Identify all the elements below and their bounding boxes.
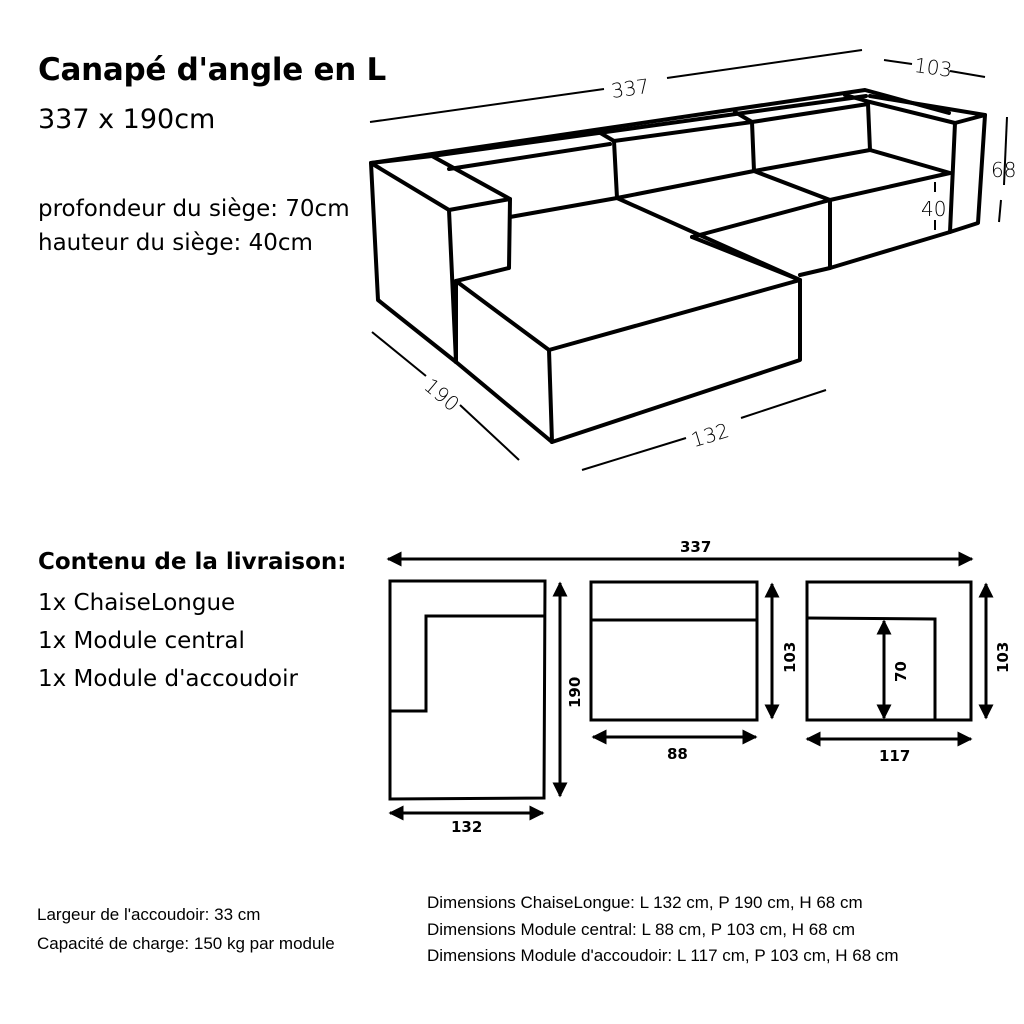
dim-label-190: 190 <box>419 373 464 416</box>
top-dim-70: 70 <box>892 661 910 682</box>
delivery-item: 1x ChaiseLongue <box>38 590 236 616</box>
seat-depth-spec: profondeur du siège: 70cm <box>38 196 350 222</box>
page-title: Canapé d'angle en L <box>38 52 386 88</box>
top-dim-190: 190 <box>566 677 584 708</box>
dim-line-190-a <box>371 331 427 377</box>
central-dimensions: Dimensions Module central: L 88 cm, P 10… <box>427 920 856 939</box>
armrest-top-view <box>805 580 973 722</box>
delivery-title: Contenu de la livraison: <box>38 549 347 575</box>
dim-line-337-right <box>666 49 863 79</box>
top-dim-103-armrest: 103 <box>994 642 1012 673</box>
dim-label-337: 337 <box>610 74 651 103</box>
dim-line-337-left <box>369 88 605 123</box>
overall-size: 337 x 190cm <box>38 104 216 135</box>
top-dim-337: 337 <box>680 538 711 556</box>
chaise-top-view <box>388 579 547 801</box>
top-dim-88: 88 <box>667 745 688 763</box>
top-dim-103-central: 103 <box>781 642 799 673</box>
top-dim-132: 132 <box>451 818 482 836</box>
dim-label-40: 40 <box>921 197 946 221</box>
armrest-width-spec: Largeur de l'accoudoir: 33 cm <box>37 905 261 924</box>
dim-line-132-a <box>581 437 687 471</box>
seat-height-spec: hauteur du siège: 40cm <box>38 230 313 256</box>
dim-line-190-b <box>459 404 520 461</box>
load-capacity-spec: Capacité de charge: 150 kg par module <box>37 934 335 953</box>
dim-label-103: 103 <box>913 53 954 82</box>
chaise-dimensions: Dimensions ChaiseLongue: L 132 cm, P 190… <box>427 893 863 912</box>
dim-label-132: 132 <box>688 418 732 452</box>
top-dim-117: 117 <box>879 747 910 765</box>
delivery-item: 1x Module d'accoudoir <box>38 666 298 692</box>
central-top-view <box>589 580 759 722</box>
delivery-item: 1x Module central <box>38 628 245 654</box>
armrest-dimensions: Dimensions Module d'accoudoir: L 117 cm,… <box>427 946 899 965</box>
dim-line-132-b <box>740 389 827 419</box>
dim-label-68: 68 <box>991 158 1016 182</box>
